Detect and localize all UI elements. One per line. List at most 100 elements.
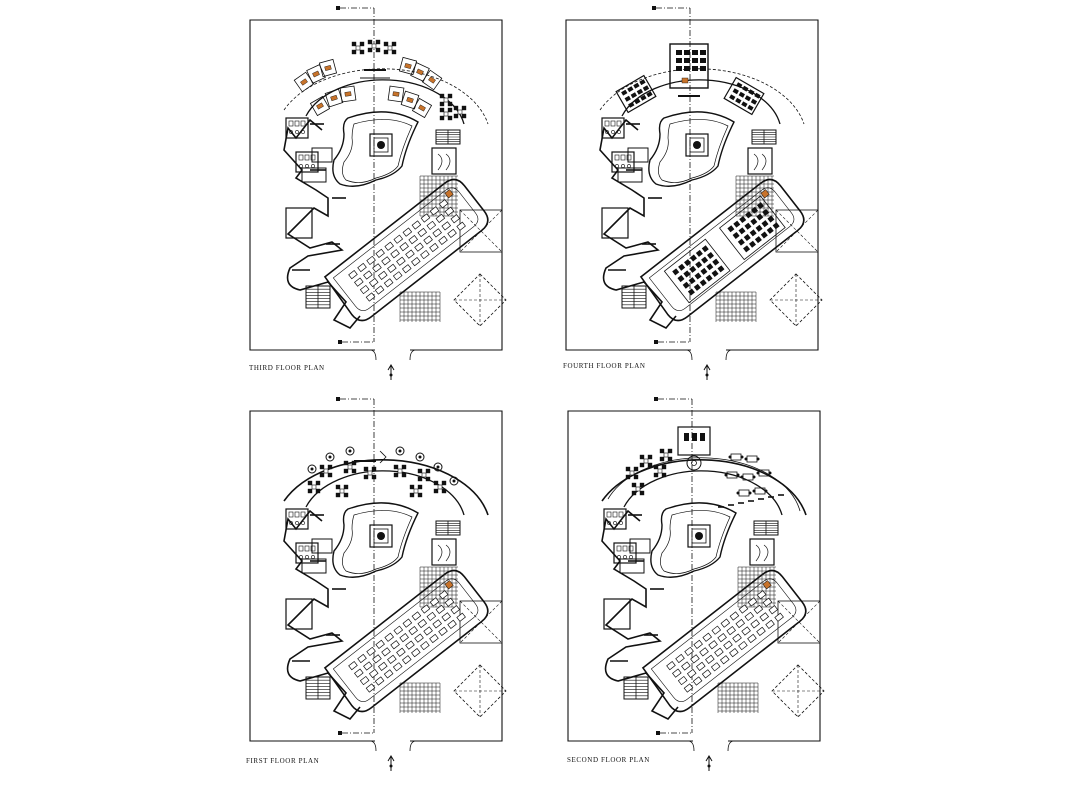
chair — [639, 462, 645, 468]
student-desk — [699, 279, 707, 287]
seat-row — [429, 206, 440, 216]
student-desk — [700, 66, 706, 71]
seat-row — [423, 626, 433, 636]
student-desk — [767, 215, 775, 223]
void-box — [777, 600, 821, 644]
section-marker-icon — [338, 340, 342, 344]
student-desk — [700, 50, 706, 55]
column-core — [328, 455, 332, 459]
chair — [371, 466, 377, 472]
chair — [375, 39, 381, 45]
basin — [605, 130, 609, 134]
wc-fixture — [612, 511, 618, 518]
student-desk — [701, 245, 709, 253]
office-room — [421, 69, 443, 91]
bookshelf — [700, 433, 705, 441]
table — [663, 452, 669, 458]
chair — [461, 113, 467, 119]
seat-row — [756, 626, 766, 637]
chair — [343, 484, 349, 490]
section-marker-icon — [654, 340, 658, 344]
chair — [633, 474, 639, 480]
column-core — [310, 467, 314, 471]
office-desk — [398, 56, 418, 76]
column — [433, 462, 443, 472]
seat-row — [414, 242, 424, 252]
student-desk — [633, 82, 640, 89]
seat-row — [729, 611, 740, 621]
chair — [417, 476, 423, 482]
chair — [647, 462, 653, 468]
student-desk — [747, 104, 754, 111]
table — [397, 468, 403, 474]
seat-row — [365, 292, 376, 302]
staircase — [621, 285, 647, 309]
wc-fixture — [288, 120, 294, 127]
office-room — [285, 598, 313, 630]
seat-row — [375, 639, 385, 649]
student-desk — [683, 270, 691, 278]
seat-row — [450, 605, 461, 615]
seat-row — [390, 249, 400, 259]
staircase — [623, 676, 649, 700]
student-desk — [628, 101, 635, 108]
paving-grid — [399, 291, 441, 322]
chair — [327, 472, 333, 478]
chair — [319, 464, 325, 470]
table — [635, 486, 641, 492]
seat-row — [366, 646, 376, 657]
reading-room — [677, 426, 711, 456]
seat-row — [420, 640, 430, 651]
seat-row — [359, 675, 370, 686]
entrance-curve — [369, 349, 377, 361]
exterior-wall — [283, 509, 361, 720]
seat-row — [372, 263, 382, 273]
student-desk — [706, 251, 715, 259]
first-floor-plan — [249, 397, 507, 771]
skylight-icon — [769, 273, 823, 327]
chair — [633, 466, 639, 472]
student-desk — [733, 220, 741, 228]
student-desk — [739, 216, 747, 224]
seat-row — [705, 654, 715, 664]
student-desk — [692, 50, 698, 55]
skylight-icon — [771, 664, 825, 718]
seat-row — [363, 661, 373, 671]
student-desk — [743, 245, 751, 253]
north-arrow-head — [703, 364, 711, 371]
paving-grid — [399, 682, 441, 713]
column — [325, 452, 335, 462]
seating-cluster — [335, 484, 349, 498]
seat-row — [444, 206, 455, 216]
lift-shaft — [691, 528, 707, 544]
entrance-curve — [409, 740, 417, 752]
wc-fixture — [310, 545, 316, 552]
office-desk — [400, 90, 420, 110]
office-desk — [306, 64, 326, 84]
seat-row — [681, 661, 691, 671]
seat-row — [744, 611, 755, 622]
seat-row — [408, 625, 418, 636]
seat-row — [690, 654, 700, 664]
seat-row — [387, 263, 397, 273]
office-desk — [324, 88, 344, 108]
section-marker-icon — [336, 397, 340, 401]
student-desk — [678, 263, 686, 271]
seat-row — [441, 612, 452, 622]
classroom — [723, 76, 765, 116]
chair — [428, 76, 436, 84]
chair — [319, 472, 325, 478]
basin — [611, 130, 615, 134]
spiral-stair-core — [691, 460, 697, 466]
student-desk — [688, 277, 696, 285]
chair — [447, 101, 453, 107]
student-desk — [755, 224, 763, 232]
seat-row — [381, 647, 391, 657]
chair — [639, 482, 645, 488]
student-desk — [717, 265, 725, 273]
seat-row — [392, 271, 403, 281]
lift-shaft — [689, 137, 705, 153]
chair — [335, 484, 341, 490]
wc-fixture — [616, 120, 622, 127]
